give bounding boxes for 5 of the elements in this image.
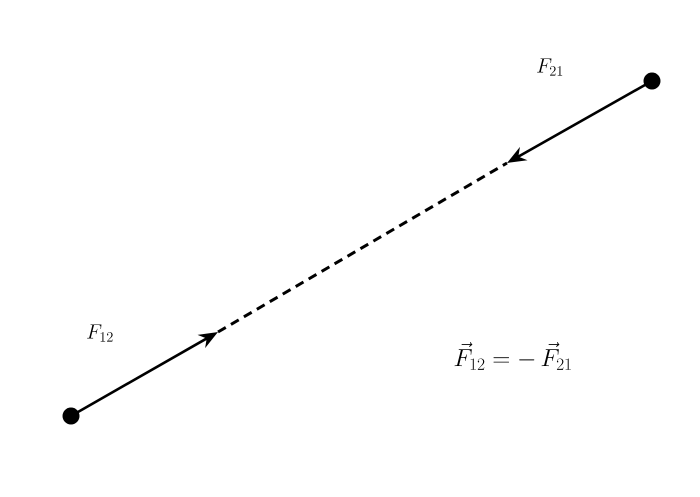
- force-label: $F_{21}$: [537, 58, 562, 76]
- point-mass: [62, 408, 80, 424]
- point-mass: [644, 72, 660, 90]
- equation: $\vec{F}_{12} = -\,\vec{F}_{21}$: [454, 342, 571, 370]
- force-label: $F_{12}$: [87, 324, 113, 342]
